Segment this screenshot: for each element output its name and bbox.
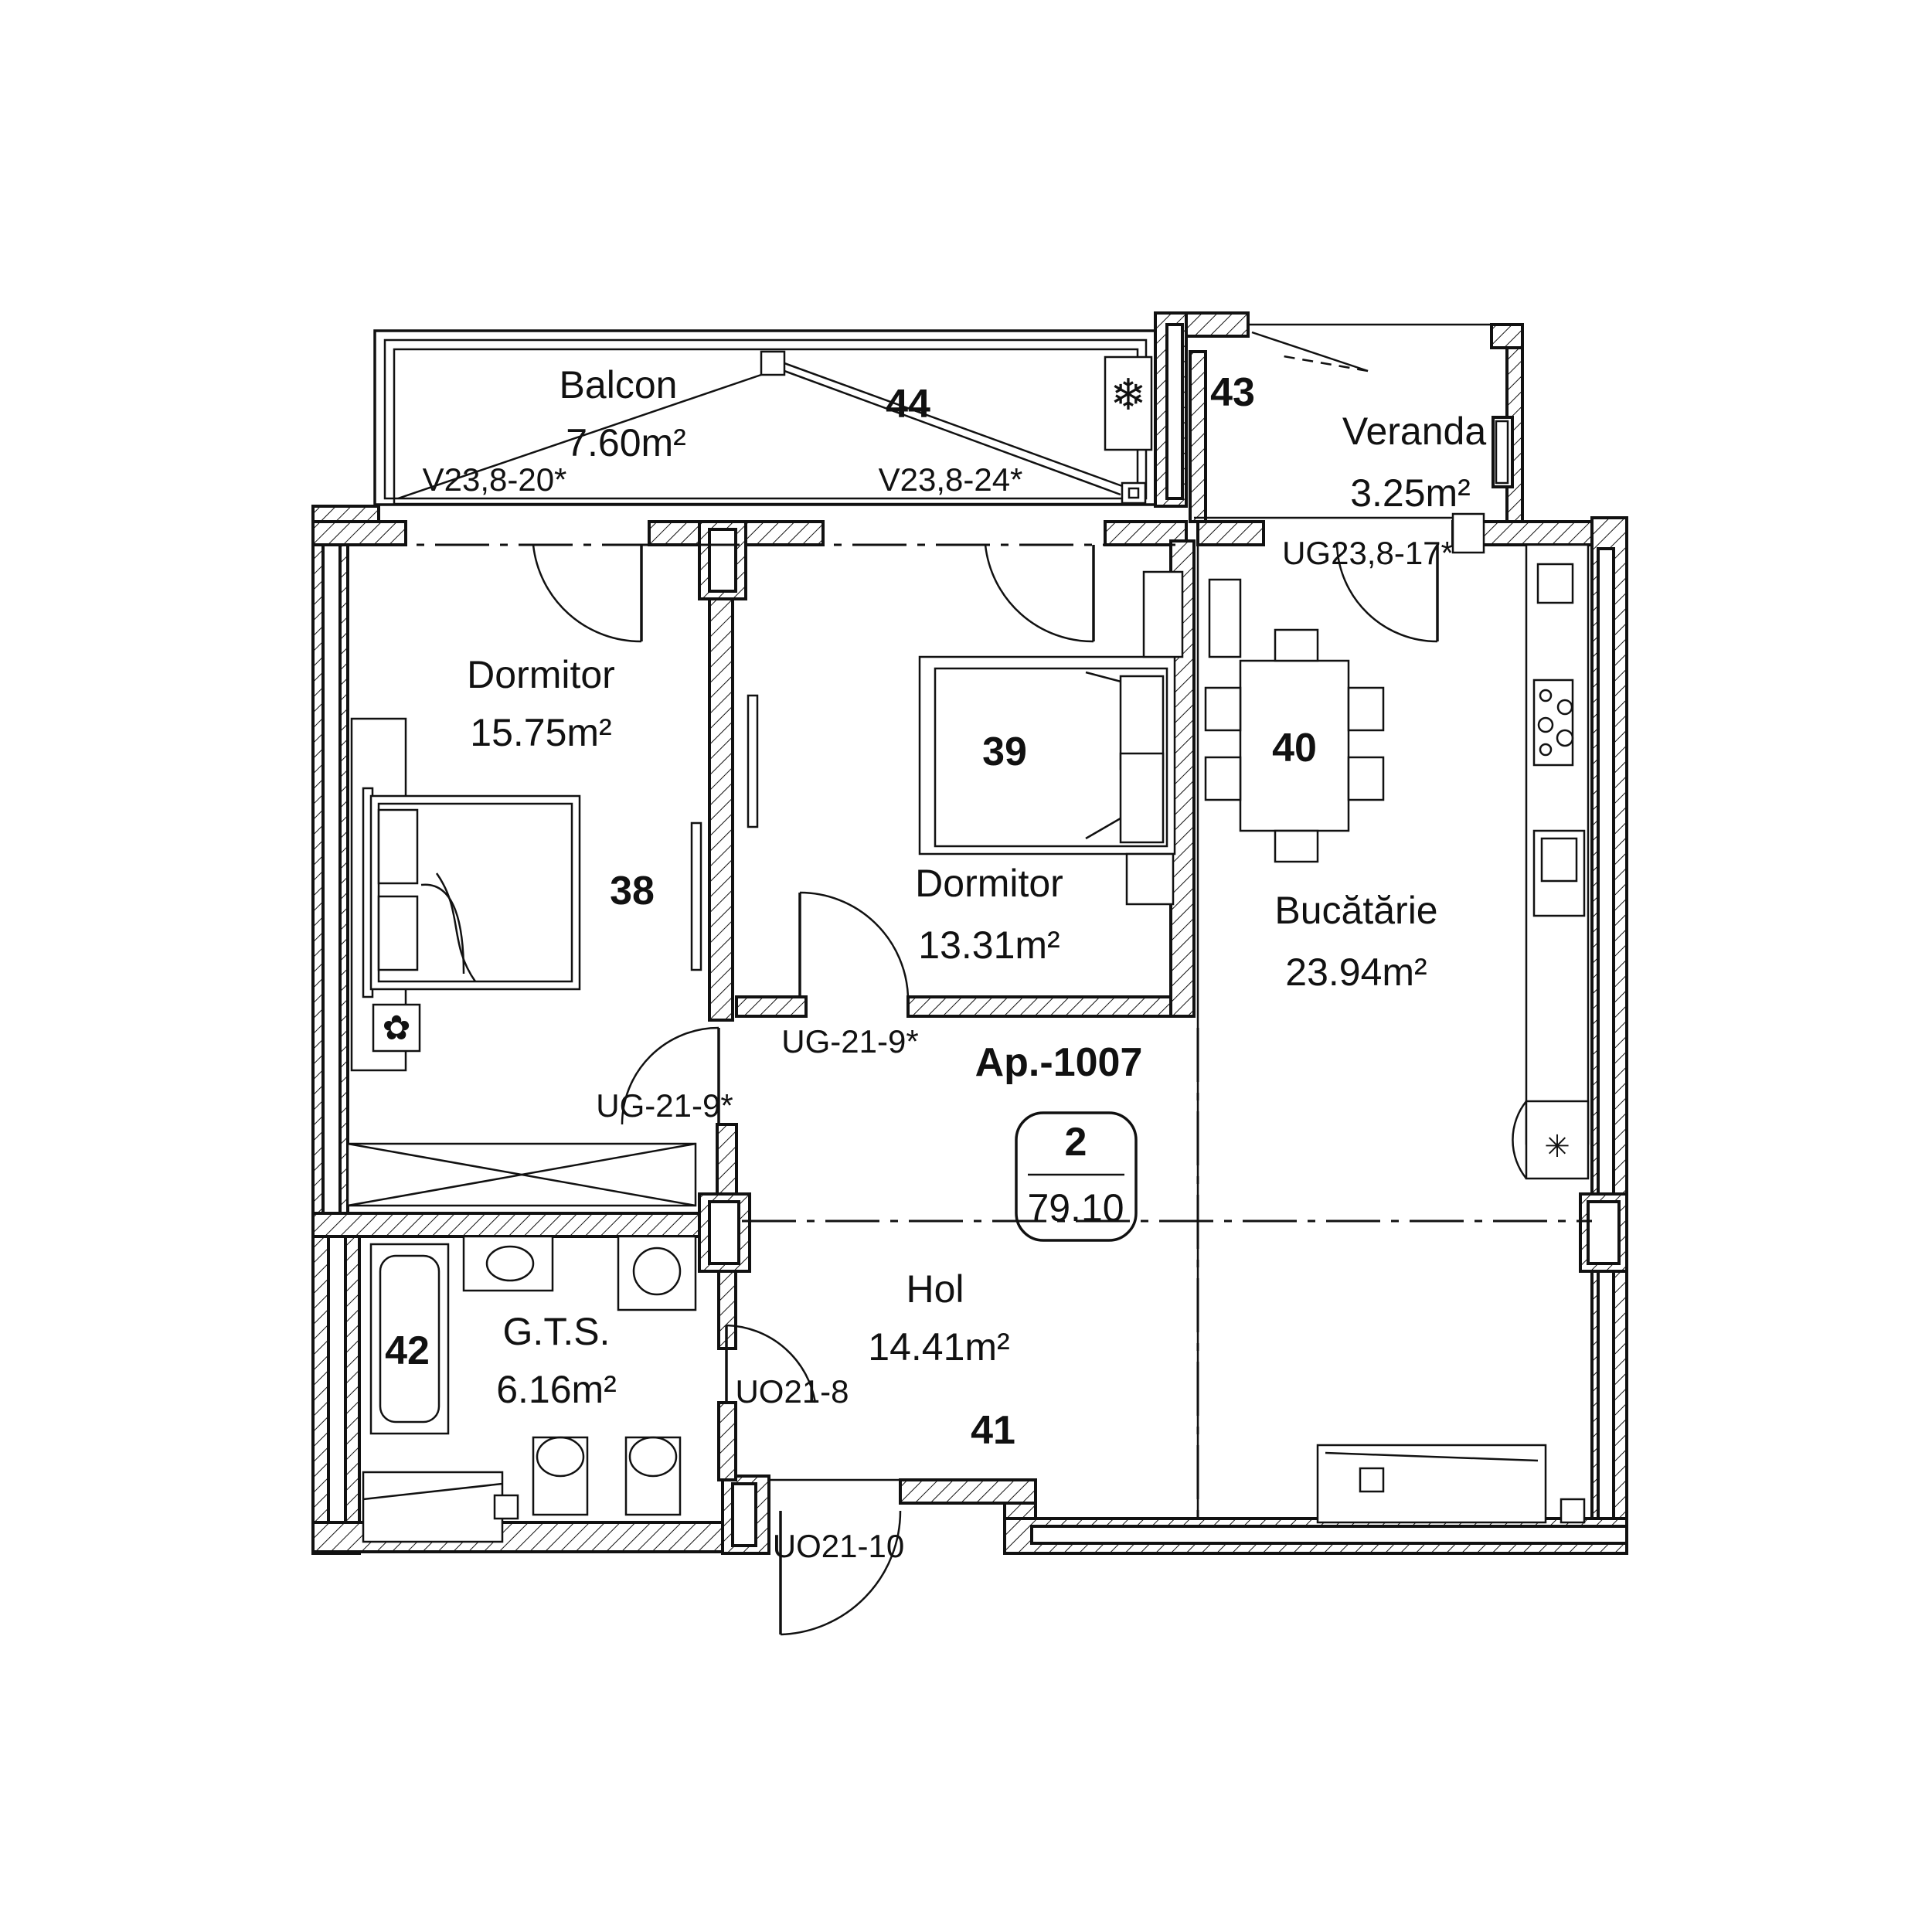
veranda-number: 43: [1210, 370, 1255, 415]
door-label-bath: UO21-8: [735, 1373, 849, 1410]
bucatarie-area: 23.94m²: [1285, 951, 1427, 994]
sink: [1532, 829, 1586, 917]
apartment-tag: Ap.-1007 2 79.10: [975, 1040, 1143, 1242]
gts-name: G.T.S.: [503, 1310, 611, 1353]
door-label-kitchen: UG23,8-17*: [1282, 535, 1454, 571]
doors: [532, 323, 1492, 1636]
apartment-total-area: 79.10: [1027, 1186, 1124, 1230]
hol-area: 14.41m²: [868, 1325, 1009, 1369]
apartment-label: Ap.-1007: [975, 1040, 1143, 1085]
door-label-dormitor1: UG-21-9*: [596, 1087, 733, 1124]
hol-number: 41: [971, 1408, 1015, 1453]
gts-area: 6.16m²: [496, 1368, 617, 1411]
dormitor1-number: 38: [610, 869, 655, 913]
opening-labels: V23,8-20* V23,8-24* UG23,8-17* UG-21-9* …: [423, 461, 1454, 1564]
window-label-v2: V23,8-24*: [879, 461, 1023, 498]
gts-number: 42: [385, 1328, 430, 1373]
room-labels: Balcon 7.60m² 44 43 Veranda 3.25m² Dormi…: [385, 363, 1486, 1453]
door-label-entry: UO21-10: [773, 1528, 904, 1564]
door-label-dormitor2: UG-21-9*: [781, 1023, 918, 1060]
balcon-name: Balcon: [560, 363, 678, 406]
dormitor2-name: Dormitor: [915, 862, 1063, 905]
apartment-rooms-count: 2: [1065, 1120, 1087, 1165]
dormitor1-name: Dormitor: [467, 653, 615, 696]
furniture: ✿: [346, 543, 1590, 1543]
balcony-area: ❄: [373, 329, 1157, 506]
walls: [311, 311, 1628, 1555]
hol-name: Hol: [906, 1267, 964, 1311]
asterisk-icon: ✳: [1544, 1130, 1570, 1164]
window-label-v1: V23,8-20*: [423, 461, 567, 498]
dormitor2-number: 39: [982, 730, 1027, 774]
dormitor2-area: 13.31m²: [918, 923, 1060, 967]
bucatarie-name: Bucătărie: [1274, 889, 1437, 932]
balcon-area: 7.60m²: [566, 421, 686, 464]
kitchen-counter: ✳: [1512, 543, 1590, 1180]
veranda-name: Veranda: [1342, 410, 1486, 453]
plant: ✿: [372, 1003, 421, 1053]
dining-table: [1204, 628, 1385, 863]
double-bed: [369, 794, 581, 991]
snowflake-icon: ❄: [1111, 370, 1147, 419]
balcon-number: 44: [886, 382, 930, 427]
flower-icon: ✿: [383, 1009, 411, 1047]
bucatarie-number: 40: [1272, 726, 1317, 770]
ac-unit: ❄: [1104, 355, 1153, 451]
bathtub: [369, 1243, 450, 1435]
veranda-area: 3.25m²: [1350, 471, 1471, 515]
double-bed-2: [918, 655, 1176, 906]
dormitor1-area: 15.75m²: [470, 711, 611, 754]
stove-icon: [1532, 679, 1574, 767]
